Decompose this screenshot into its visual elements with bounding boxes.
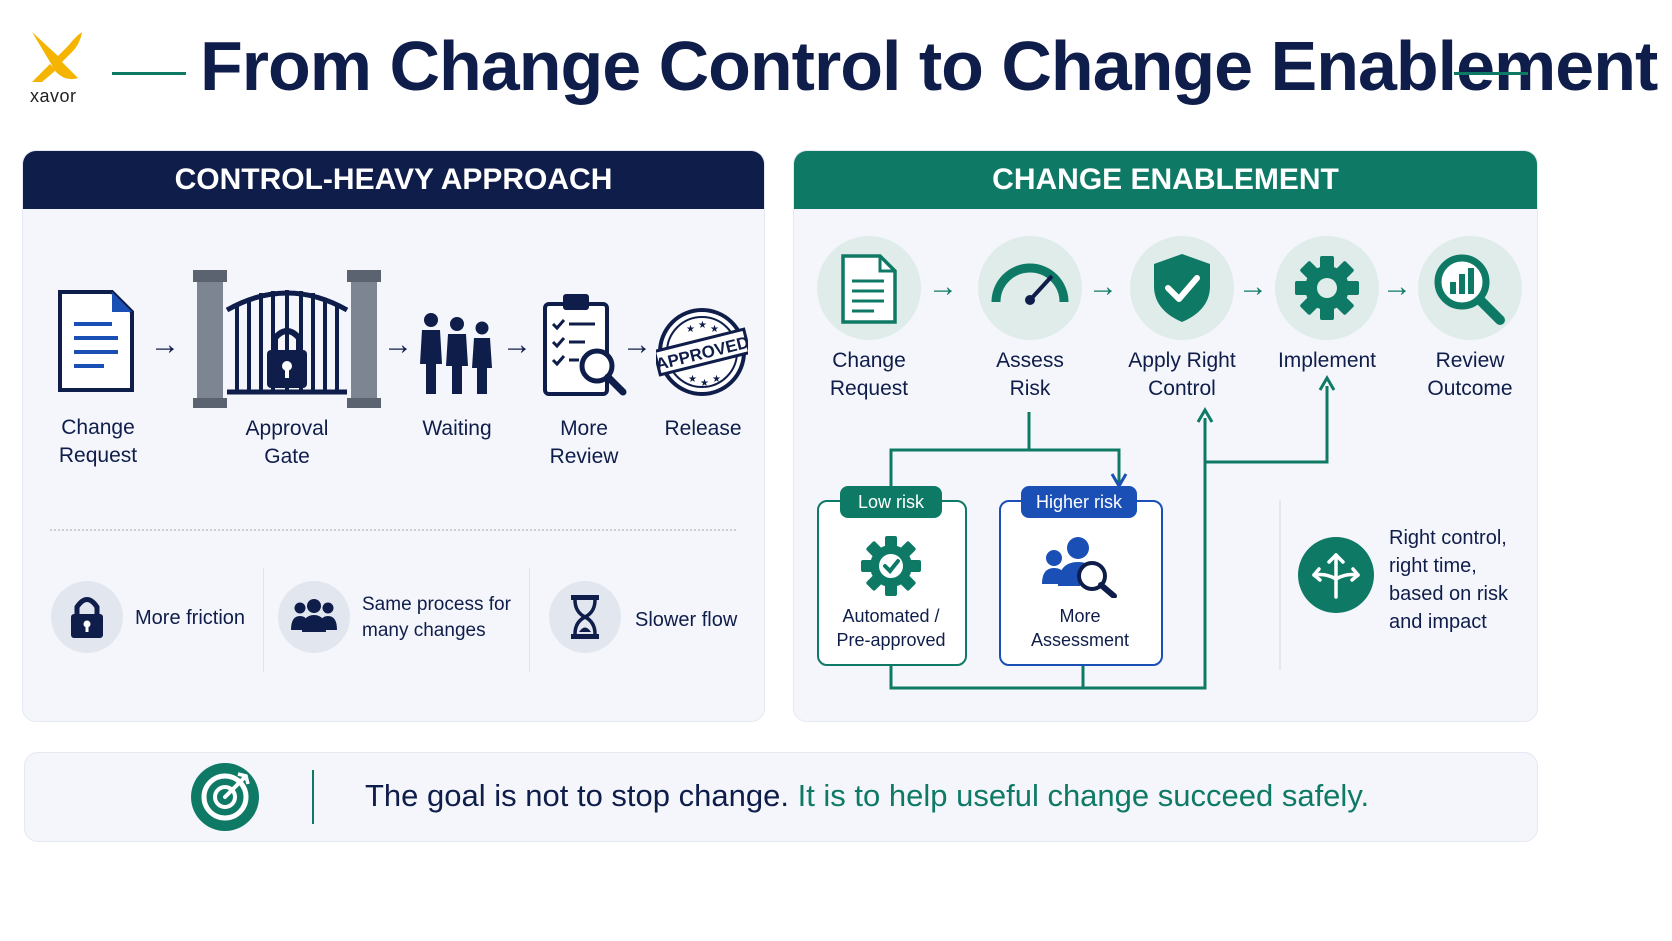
svg-text:★: ★ — [712, 374, 721, 385]
title-rule-left — [112, 72, 186, 75]
issue-slower-flow: Slower flow — [635, 609, 738, 631]
flow-arrow: → — [622, 328, 652, 361]
higher-risk-tag: Higher risk — [1021, 486, 1137, 518]
target-icon — [191, 763, 259, 831]
group-icon — [291, 599, 337, 632]
issue-separator — [529, 568, 530, 672]
gear-icon — [1295, 256, 1359, 320]
gauge-icon — [991, 263, 1069, 305]
flow-arrow: → — [383, 328, 413, 361]
xavor-logo-icon — [32, 32, 82, 82]
step-label-waiting: Waiting — [422, 417, 492, 440]
svg-text:★: ★ — [688, 374, 697, 385]
people-queue-icon — [420, 313, 492, 394]
change-enablement-header: CHANGE ENABLEMENT — [794, 151, 1537, 209]
locked-gate-icon — [193, 270, 381, 408]
goal-statement: The goal is not to stop change. It is to… — [365, 778, 1369, 814]
goal-statement-part-1: The goal is not to stop change. — [365, 778, 789, 813]
approved-stamp-icon: ★★★ ★★★ APPROVED — [656, 308, 748, 396]
svg-text:★: ★ — [700, 378, 709, 389]
automated-gear-icon — [861, 536, 921, 596]
lock-icon — [71, 597, 103, 638]
chart-search-icon — [1434, 254, 1505, 325]
step-label-release: Release — [664, 417, 742, 440]
shield-check-icon — [1154, 254, 1210, 322]
flow-arrow: → — [150, 328, 180, 361]
clipboard-search-icon — [543, 294, 627, 396]
svg-text:★: ★ — [710, 324, 719, 335]
issue-more-friction: More friction — [135, 607, 246, 629]
split-arrows-icon — [1312, 553, 1360, 599]
svg-text:★: ★ — [698, 320, 707, 331]
flow-arrow: → — [1088, 270, 1118, 303]
control-heavy-header: CONTROL-HEAVY APPROACH — [23, 151, 764, 209]
goal-separator — [312, 770, 314, 824]
step-label-implement: Implement — [1277, 349, 1377, 372]
issue-separator — [263, 568, 264, 672]
flow-arrow: → — [502, 328, 532, 361]
page-title: From Change Control to Change Enablement — [200, 27, 1658, 105]
svg-text:★: ★ — [686, 324, 695, 335]
document-icon — [58, 290, 134, 392]
goal-statement-part-2: It is to help useful change succeed safe… — [797, 778, 1370, 813]
summary-text: Right control, right time, based on risk… — [1389, 527, 1508, 633]
flow-arrow: → — [1238, 270, 1268, 303]
hourglass-icon — [571, 595, 599, 639]
goal-banner — [24, 752, 1538, 842]
panel-divider — [50, 529, 736, 531]
brand-name: xavor — [30, 86, 77, 106]
document-icon — [841, 254, 897, 324]
person-search-icon — [1042, 537, 1117, 598]
title-rule-right — [1454, 72, 1528, 75]
low-risk-tag: Low risk — [840, 486, 942, 518]
control-heavy-panel: CONTROL-HEAVY APPROACH — [22, 150, 765, 722]
flow-arrow: → — [928, 270, 958, 303]
flow-arrow: → — [1382, 270, 1412, 303]
low-risk-label: Automated /Pre-approved — [836, 606, 946, 650]
